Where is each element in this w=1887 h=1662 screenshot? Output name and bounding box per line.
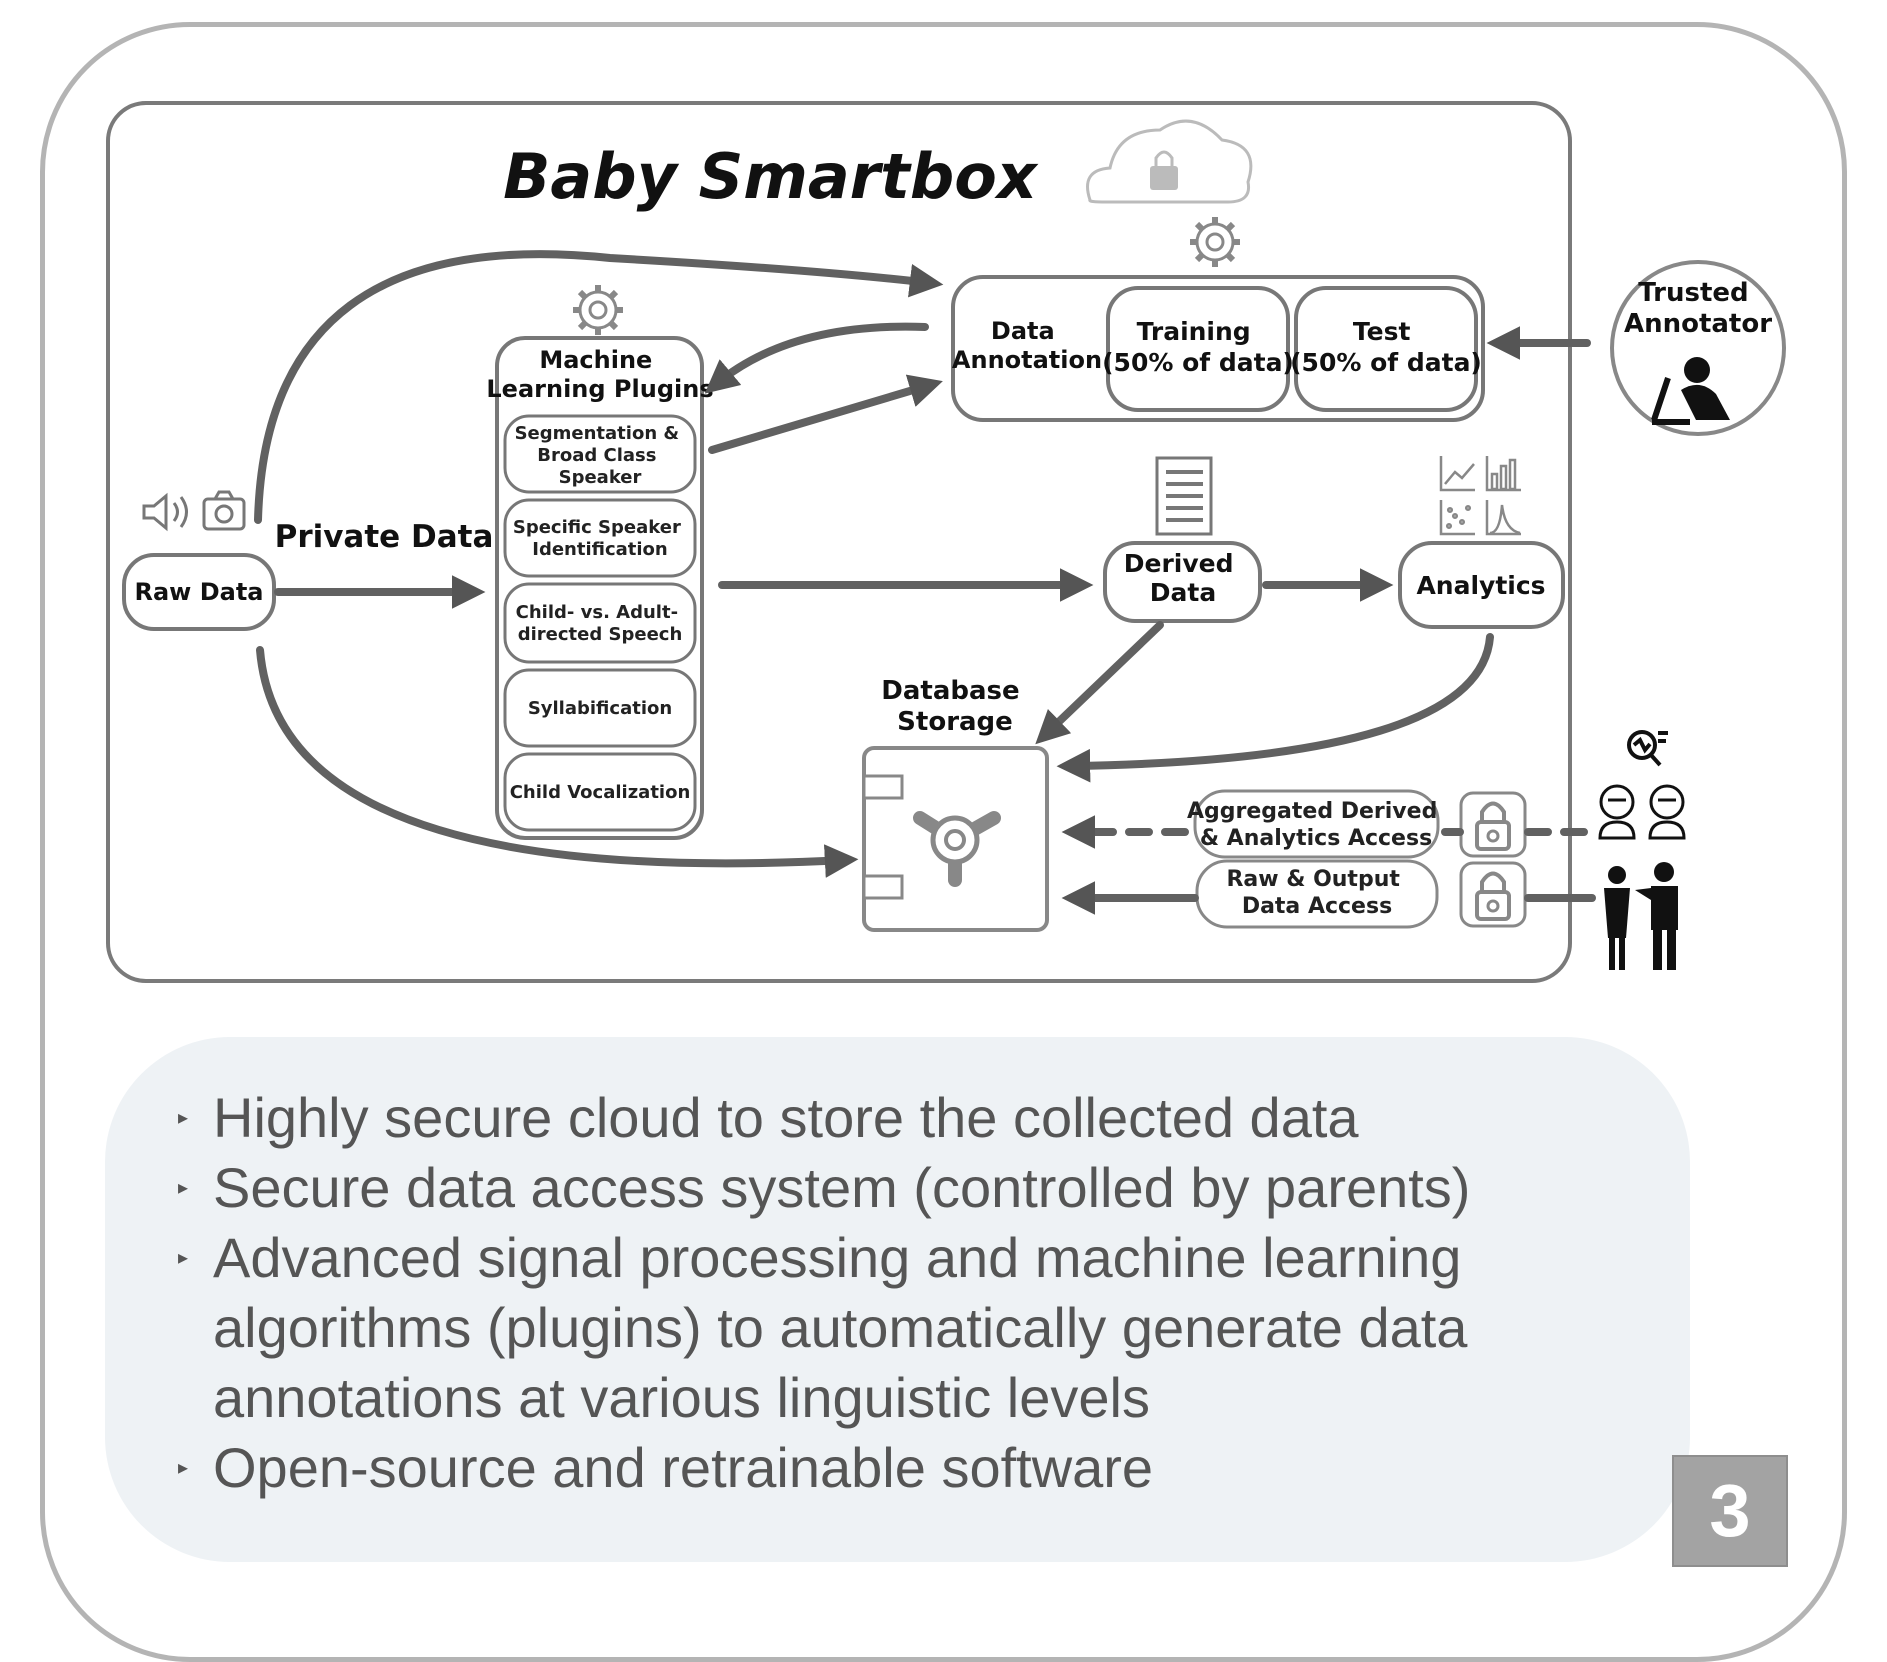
annotator-person-icon xyxy=(1651,357,1730,425)
database-storage-label: Database Storage xyxy=(881,676,1028,737)
plugin-segmentation-label: Segmentation & Broad Class Speaker xyxy=(515,423,686,488)
training-label: Training (50% of data) xyxy=(1102,317,1294,377)
bullet-marker-icon: ▸ xyxy=(178,1247,189,1269)
ml-plugins-title: Machine Learning Plugins xyxy=(486,346,713,403)
bullet-marker-icon: ▸ xyxy=(178,1107,189,1129)
aggregated-access-box xyxy=(1193,789,1440,859)
aggregated-access-label: Aggregated Derived & Analytics Access xyxy=(1187,799,1445,851)
training-box xyxy=(1106,286,1290,412)
plugin-child-vocalization xyxy=(503,752,697,832)
data-annotation-label: Data Annotation xyxy=(952,317,1102,374)
bullet-item: ▸Open-source and retrainable software xyxy=(178,1433,1630,1503)
parents-icon xyxy=(1604,862,1678,970)
safe-icon xyxy=(862,746,1049,932)
magnifier-icon xyxy=(1627,730,1668,767)
raw-output-access-label: Raw & Output Data Access xyxy=(1226,867,1407,919)
diagram-title: Baby Smartbox xyxy=(503,140,1039,213)
plugin-child-vocalization-label: Child Vocalization xyxy=(510,782,691,803)
analytics-box xyxy=(1398,541,1565,629)
annotation-gear-icon xyxy=(1190,217,1240,267)
raw-data-label: Raw Data xyxy=(135,578,264,606)
bullet-item: ▸Highly secure cloud to store the collec… xyxy=(178,1083,1630,1153)
plugin-list: Segmentation & Broad Class Speaker Speci… xyxy=(503,414,697,832)
bullet-item: ▸Advanced signal processing and machine … xyxy=(178,1223,1630,1433)
plugin-speaker-id xyxy=(503,498,697,578)
bullet-marker-icon: ▸ xyxy=(178,1177,189,1199)
plugin-speaker-id-label: Specific Speaker Identification xyxy=(513,517,687,560)
padlock-icon-raw xyxy=(1459,861,1527,928)
derived-data-box xyxy=(1103,541,1262,623)
derived-data-label: Derived Data xyxy=(1124,549,1242,607)
plugin-syllabification-label: Syllabification xyxy=(528,698,672,719)
plugin-segmentation xyxy=(503,414,697,494)
private-data-label: Private Data xyxy=(275,519,494,555)
bullet-panel xyxy=(105,1037,1690,1562)
analytics-label: Analytics xyxy=(1416,571,1545,600)
test-box xyxy=(1294,286,1478,412)
ml-gear-icon xyxy=(573,285,623,335)
camera-icon xyxy=(202,490,246,531)
document-stack-icon xyxy=(1155,456,1213,536)
bullet-item: ▸Secure data access system (controlled b… xyxy=(178,1153,1630,1223)
speaker-icon xyxy=(142,492,188,532)
plugin-syllabification xyxy=(503,668,697,748)
trusted-annotator-circle xyxy=(1610,260,1786,436)
bullet-marker-icon: ▸ xyxy=(178,1457,189,1479)
baby-smartbox-diagram: Baby Smartbox xyxy=(106,101,1786,983)
chart-icons xyxy=(1439,456,1521,536)
trusted-annotator-label: Trusted Annotator xyxy=(1624,278,1772,339)
smartbox-container xyxy=(106,101,1572,983)
padlock-icon-aggregated xyxy=(1459,791,1527,858)
cloud-lock-icon xyxy=(1086,119,1253,204)
plugin-child-adult xyxy=(503,582,697,664)
test-label: Test (50% of data) xyxy=(1290,317,1482,377)
plugin-child-adult-label: Child- vs. Adult- directed Speech xyxy=(516,602,685,645)
raw-output-access-box xyxy=(1195,859,1439,929)
slide-number-badge: 3 xyxy=(1672,1455,1788,1567)
bullet-list: ▸Highly secure cloud to store the collec… xyxy=(178,1083,1630,1503)
researchers-icon xyxy=(1598,784,1686,840)
diagram-arrows xyxy=(254,250,1596,915)
